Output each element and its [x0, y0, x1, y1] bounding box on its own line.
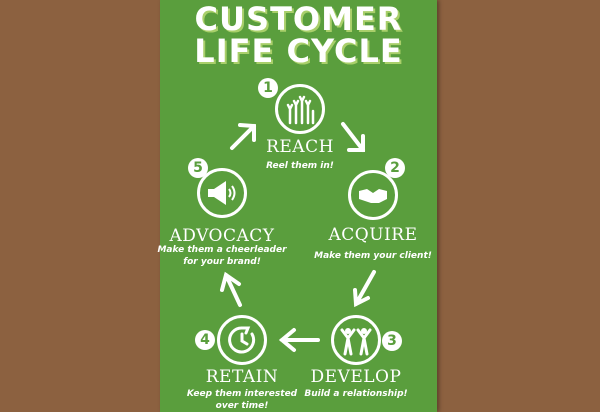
handshake-icon	[359, 189, 387, 203]
clock-icon	[228, 326, 256, 354]
raised-hands-icon	[286, 95, 315, 125]
title-line-2: LIFE CYCLE	[194, 32, 403, 70]
reach-circle	[275, 84, 325, 134]
retain-circle	[217, 315, 267, 365]
stage-name-acquire: ACQUIRE	[328, 225, 418, 245]
stage-name-develop: DEVELOP	[310, 367, 402, 387]
stage-name-reach: REACH	[266, 137, 334, 157]
stage-subtitle-acquire: Make them your client!	[314, 251, 432, 261]
badge-3: 3	[382, 331, 402, 351]
title-line-1: CUSTOMER	[194, 0, 403, 38]
acquire-circle	[348, 170, 398, 220]
badge-2: 2	[385, 158, 405, 178]
badge-1: 1	[258, 78, 278, 98]
stage-subtitle-retain: Keep them interested over time!	[186, 389, 298, 411]
stage-subtitle-advocacy: Make them a cheerleader for your brand!	[157, 245, 287, 267]
arrow-develop-to-retain-icon	[278, 328, 320, 352]
arrow-advocacy-to-reach-icon	[230, 123, 256, 150]
infographic-panel: CUSTOMER LIFE CYCLE 1 REACH Reel them in…	[157, 0, 437, 412]
badge-5: 5	[188, 158, 208, 178]
cycle-arrows	[220, 122, 376, 352]
megaphone-icon	[208, 181, 236, 205]
stage-subtitle-develop: Build a relationship!	[304, 389, 408, 399]
stage-name-retain: RETAIN	[205, 367, 279, 387]
arrow-retain-to-advocacy-icon	[220, 271, 242, 307]
develop-circle	[331, 315, 381, 365]
advocacy-circle	[197, 168, 247, 218]
arrow-acquire-to-develop-icon	[353, 270, 376, 308]
stage-subtitle-reach: Reel them in!	[266, 161, 334, 171]
people-icon	[340, 328, 372, 356]
badge-4: 4	[195, 330, 215, 350]
arrow-reach-to-acquire-icon	[341, 122, 365, 152]
stage-name-advocacy: ADVOCACY	[169, 226, 275, 246]
